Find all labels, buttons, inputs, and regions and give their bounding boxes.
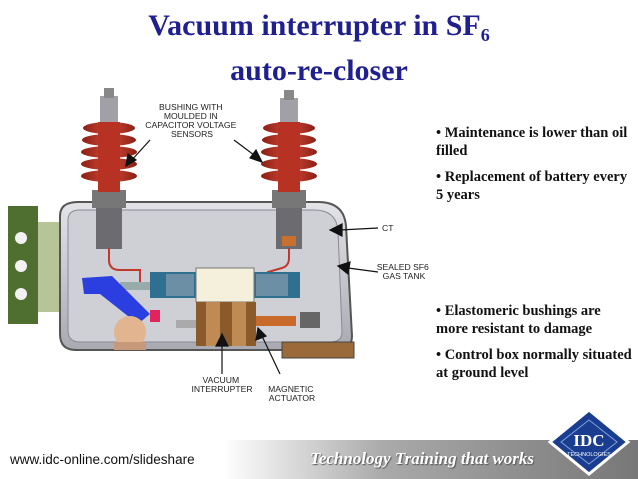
label-sealed-tank: SEALED SF6 GAS TANK: [377, 262, 430, 281]
footer-url[interactable]: www.idc-online.com/slideshare: [10, 452, 195, 467]
bushing-right: [261, 90, 317, 249]
logo-text: IDC: [573, 431, 604, 450]
title-line-1: Vacuum interrupter in SF6: [148, 9, 490, 45]
label-magnetic-actuator: MAGNETIC ACTUATOR: [268, 384, 316, 403]
control-cable-box: [281, 341, 355, 359]
bullets-top: • Maintenance is lower than oil filled •…: [436, 124, 636, 212]
footer-bar: www.idc-online.com/slideshare Technology…: [0, 440, 638, 479]
magnetic-actuator: [176, 302, 320, 346]
recloser-diagram: BUSHING WITH MOULDED IN CAPACITOR VOLTAG…: [8, 88, 430, 403]
bullet-control-box: • Control box normally situated at groun…: [436, 347, 632, 381]
label-bushing: BUSHING WITH MOULDED IN CAPACITOR VOLTAG…: [145, 102, 238, 139]
bullet-elastomeric: • Elastomeric bushings are more resistan…: [436, 303, 601, 337]
bushing-left: [81, 88, 137, 249]
bullets-bottom: • Elastomeric bushings are more resistan…: [436, 302, 636, 390]
vacuum-interrupter: [120, 267, 300, 303]
idc-logo: IDC TECHNOLOGIES: [547, 408, 631, 476]
mounting-bracket: [8, 206, 64, 324]
bullet-maintenance: • Maintenance is lower than oil filled: [436, 125, 628, 159]
slide-title: Vacuum interrupter in SF6 auto-re-closer: [0, 8, 638, 89]
label-ct: CT: [382, 223, 394, 233]
operating-lever: [82, 276, 160, 324]
footer-tagline: Technology Training that works: [310, 449, 535, 468]
ct-coil: [282, 236, 296, 246]
logo-subtext: TECHNOLOGIES: [567, 452, 611, 458]
manual-handle: [114, 316, 146, 350]
label-vacuum-interrupter: VACUUM INTERRUPTER: [191, 375, 252, 394]
title-line-2: auto-re-closer: [230, 54, 408, 87]
bullet-battery: • Replacement of battery every 5 years: [436, 169, 628, 203]
